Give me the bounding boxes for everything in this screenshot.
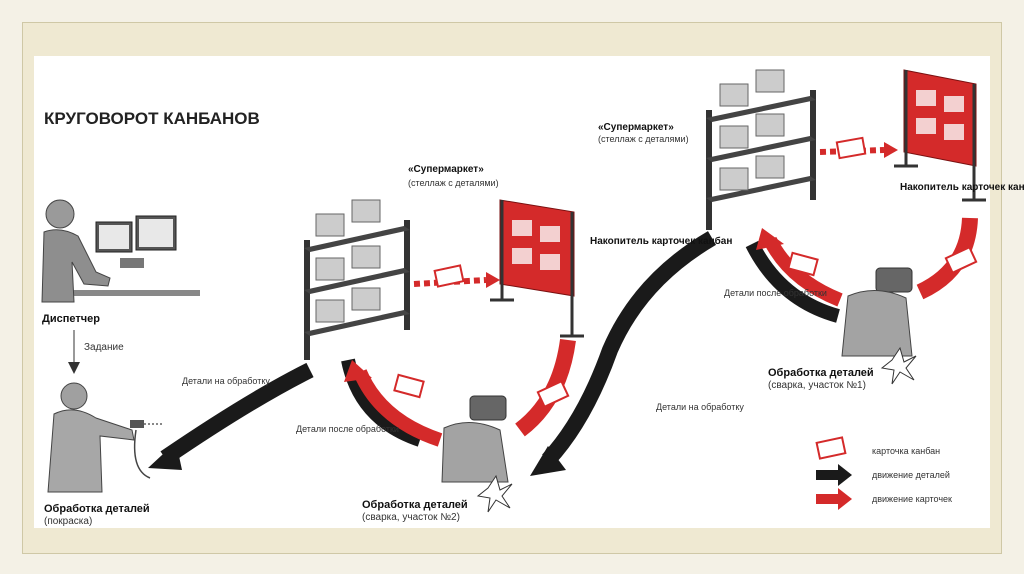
welder-figure-2 (441, 395, 513, 513)
parts-after-processing-label-1: Детали после обработки (296, 424, 399, 434)
supermarket2-title: «Супермаркет» (598, 122, 674, 133)
kanban-card (787, 251, 819, 277)
accumulator1-label: Накопитель карточек канбан (590, 235, 732, 247)
supermarket-shelf-1 (304, 199, 410, 360)
page-title: КРУГОВОРОТ КАНБАНОВ (44, 109, 260, 128)
welder-figure-1 (841, 267, 917, 385)
supermarket1-subtitle: (стеллаж с деталями) (408, 178, 499, 188)
legend-card-icon (815, 436, 847, 460)
kanban-card (433, 264, 465, 288)
painting-title: Обработка деталей (44, 503, 150, 515)
welding2-subtitle: (сварка, участок №2) (362, 512, 460, 523)
kanban-accumulator-1 (490, 199, 584, 338)
parts-to-processing-label-1: Детали на обработку (182, 376, 270, 386)
parts-arrow-to-welding2 (542, 231, 717, 466)
legend-cards-movement: движение карточек (872, 494, 952, 504)
legend-parts-movement: движение деталей (872, 470, 950, 480)
painting-subtitle: (покраска) (44, 516, 92, 527)
cards-arrowhead-acc1 (486, 272, 500, 288)
parts-after-processing-label-2: Детали после обработки (724, 288, 827, 298)
cards-arrowhead-4 (756, 228, 784, 250)
welding1-title: Обработка деталей (768, 367, 874, 379)
painter-figure (47, 382, 164, 493)
legend-red-arrow-icon (816, 494, 838, 504)
cards-arrowhead-2 (344, 360, 372, 382)
cards-arrow-4 (763, 236, 843, 307)
accumulator2-label: Накопитель карточек канбан (900, 181, 1024, 193)
kanban-card (835, 136, 867, 160)
kanban-accumulator-2 (894, 69, 986, 202)
supermarket2-subtitle: (стеллаж с деталями) (598, 134, 689, 144)
parts-arrow-after-welding1 (745, 240, 840, 323)
kanban-card (944, 245, 978, 275)
kanban-card (393, 373, 425, 399)
parts-to-processing-label-2: Детали на обработку (656, 402, 744, 412)
welding2-title: Обработка деталей (362, 499, 468, 511)
legend: карточка канбан движение деталей движени… (815, 436, 952, 510)
kanban-card (536, 379, 570, 409)
cards-arrow-to-acc1 (413, 277, 487, 287)
parts-arrow-to-painting (160, 362, 314, 465)
legend-black-arrow-icon (816, 470, 838, 480)
parts-arrowhead-welding2 (530, 446, 566, 476)
legend-kanban-card: карточка канбан (872, 446, 940, 456)
welding1-subtitle: (сварка, участок №1) (768, 380, 866, 391)
cards-arrow-2 (353, 369, 443, 447)
supermarket-shelf-2 (706, 69, 816, 230)
dispatcher-label: Диспетчер (42, 313, 100, 325)
supermarket1-title: «Супермаркет» (408, 164, 484, 175)
dispatcher-figure (41, 199, 200, 303)
task-label: Задание (84, 342, 124, 353)
parts-arrowhead-painting (148, 442, 182, 470)
cards-arrowhead-acc2 (884, 142, 898, 158)
